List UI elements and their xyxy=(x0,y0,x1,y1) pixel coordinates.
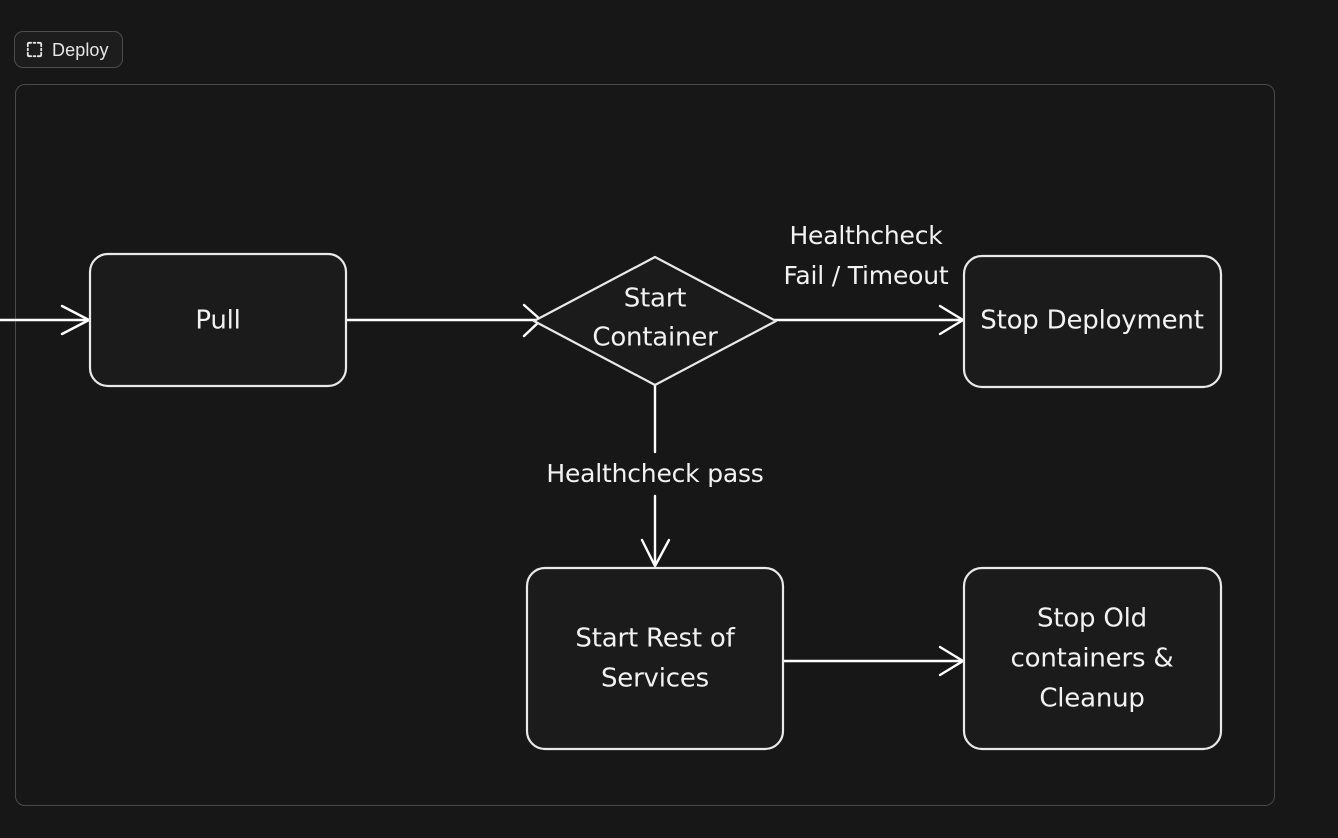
node-stop-old-label-line1: Stop Old xyxy=(1037,604,1147,634)
node-start-rest-of-services[interactable]: Start Rest of Services xyxy=(525,566,785,751)
frame-dashed-icon xyxy=(26,41,43,58)
frame-label-deploy[interactable]: Deploy xyxy=(14,31,123,68)
node-start-rest-label-line1: Start Rest of xyxy=(575,624,735,654)
node-start-rest-label-line2: Services xyxy=(601,664,709,694)
frame-label-text: Deploy xyxy=(52,39,109,60)
node-start-container[interactable]: Start Container xyxy=(532,255,778,387)
node-start-container-label-line2: Container xyxy=(592,323,718,353)
node-pull[interactable]: Pull xyxy=(88,252,348,388)
node-stop-old-label-line3: Cleanup xyxy=(1039,684,1144,714)
node-pull-label: Pull xyxy=(195,306,240,336)
node-stop-old-label-line2: containers & xyxy=(1011,644,1174,674)
node-stop-deployment-label: Stop Deployment xyxy=(980,306,1203,336)
node-start-container-label-line1: Start xyxy=(624,284,687,314)
node-stop-old-containers-cleanup[interactable]: Stop Old containers & Cleanup xyxy=(962,566,1223,751)
node-stop-deployment[interactable]: Stop Deployment xyxy=(962,254,1223,389)
